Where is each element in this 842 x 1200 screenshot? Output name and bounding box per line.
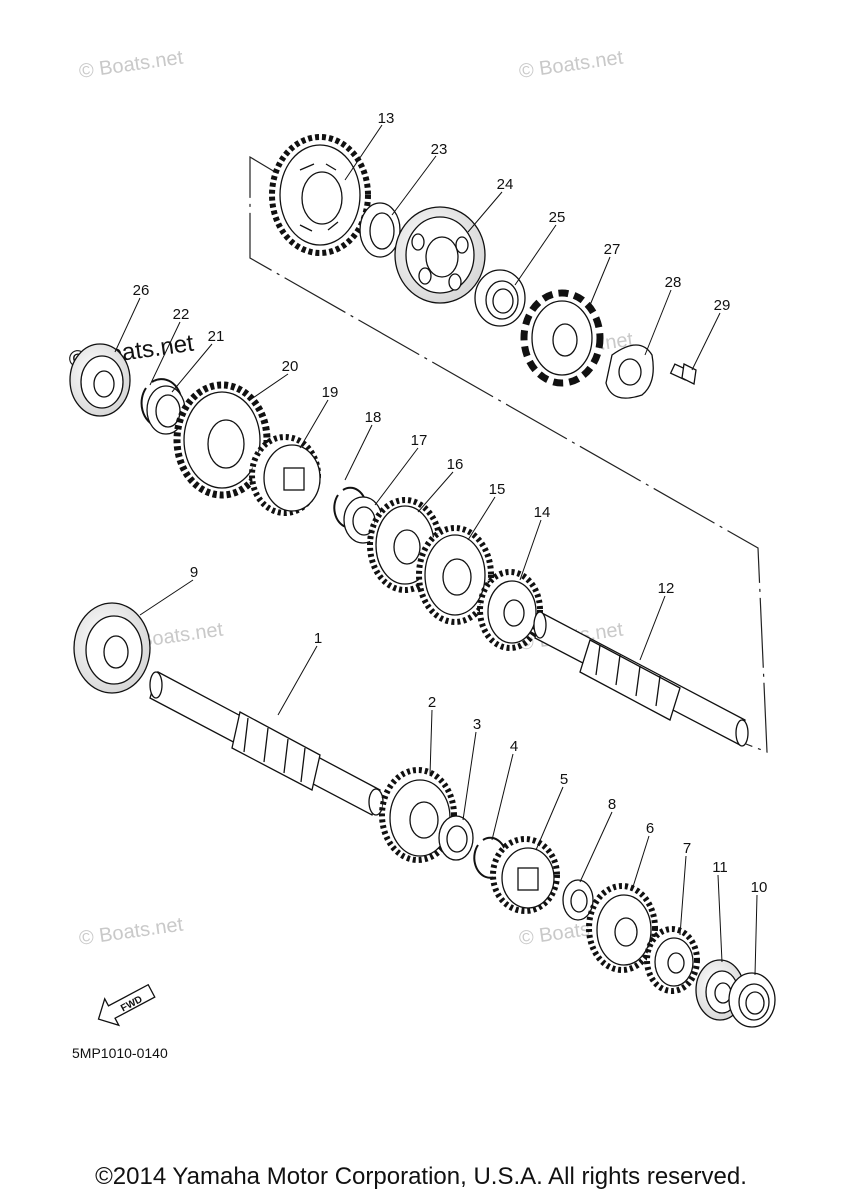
sprocket-27 [520,289,604,387]
callout-6: 6 [646,820,654,837]
diagram-code: 5MP1010-0140 [72,1045,168,1061]
callout-27: 27 [604,241,621,258]
bolt-29 [669,363,697,385]
callout-25: 25 [549,209,566,226]
callout-21: 21 [208,328,225,345]
gear-20 [173,381,271,499]
watermark: © Boats.net [78,47,185,83]
lock-washer-28 [605,344,654,399]
fwd-label: FWD [119,994,144,1014]
washer-21 [146,385,186,435]
callout-28: 28 [665,274,682,291]
callout-2: 2 [428,694,436,711]
callout-7: 7 [683,840,691,857]
copyright-notice: ©2014 Yamaha Motor Corporation, U.S.A. A… [95,1163,747,1190]
callout-4: 4 [510,738,518,755]
callout-10: 10 [751,879,768,896]
callout-18: 18 [365,409,382,426]
callout-29: 29 [714,297,731,314]
gear-15 [416,525,494,625]
callout-22: 22 [173,306,190,323]
gear-2 [379,767,457,863]
callout-numbers: 13 23 24 25 27 28 29 26 22 21 20 19 18 1… [133,110,768,896]
callout-24: 24 [497,176,514,193]
drive-axle-assembly-frame [249,155,768,753]
gear-13 [269,134,371,256]
callout-9: 9 [190,564,198,581]
fwd-arrow-icon: FWD [97,983,156,1027]
bearing-24 [394,206,486,304]
callout-11: 11 [712,859,728,876]
callout-26: 26 [133,282,150,299]
callout-15: 15 [489,481,506,498]
washer-3 [438,815,474,861]
callout-20: 20 [282,358,299,375]
watermark: © Boats.net [78,914,185,950]
callout-3: 3 [473,716,481,733]
callout-14: 14 [534,504,551,521]
washer-23 [359,202,401,258]
callout-5: 5 [560,771,568,788]
bearing-26 [69,343,131,417]
callout-8: 8 [608,796,616,813]
callout-1: 1 [314,630,322,647]
gear-5 [490,836,560,914]
oil-seal-10 [728,972,776,1028]
oil-seal-25 [474,269,526,327]
washer-8 [562,879,594,921]
callout-17: 17 [411,432,428,449]
leader-lines [114,124,758,976]
gear-14 [477,569,543,651]
watermark: © Boats.net [518,47,625,83]
callout-12: 12 [658,580,675,597]
callout-16: 16 [447,456,464,473]
gear-6 [586,883,658,973]
gear-7 [644,926,700,994]
gear-19 [249,434,321,516]
bearing-9 [73,602,151,694]
callout-23: 23 [431,141,448,158]
callout-13: 13 [378,110,395,127]
main-axle-1 [149,671,384,816]
drive-axle-12 [533,611,749,747]
callout-19: 19 [322,384,339,401]
